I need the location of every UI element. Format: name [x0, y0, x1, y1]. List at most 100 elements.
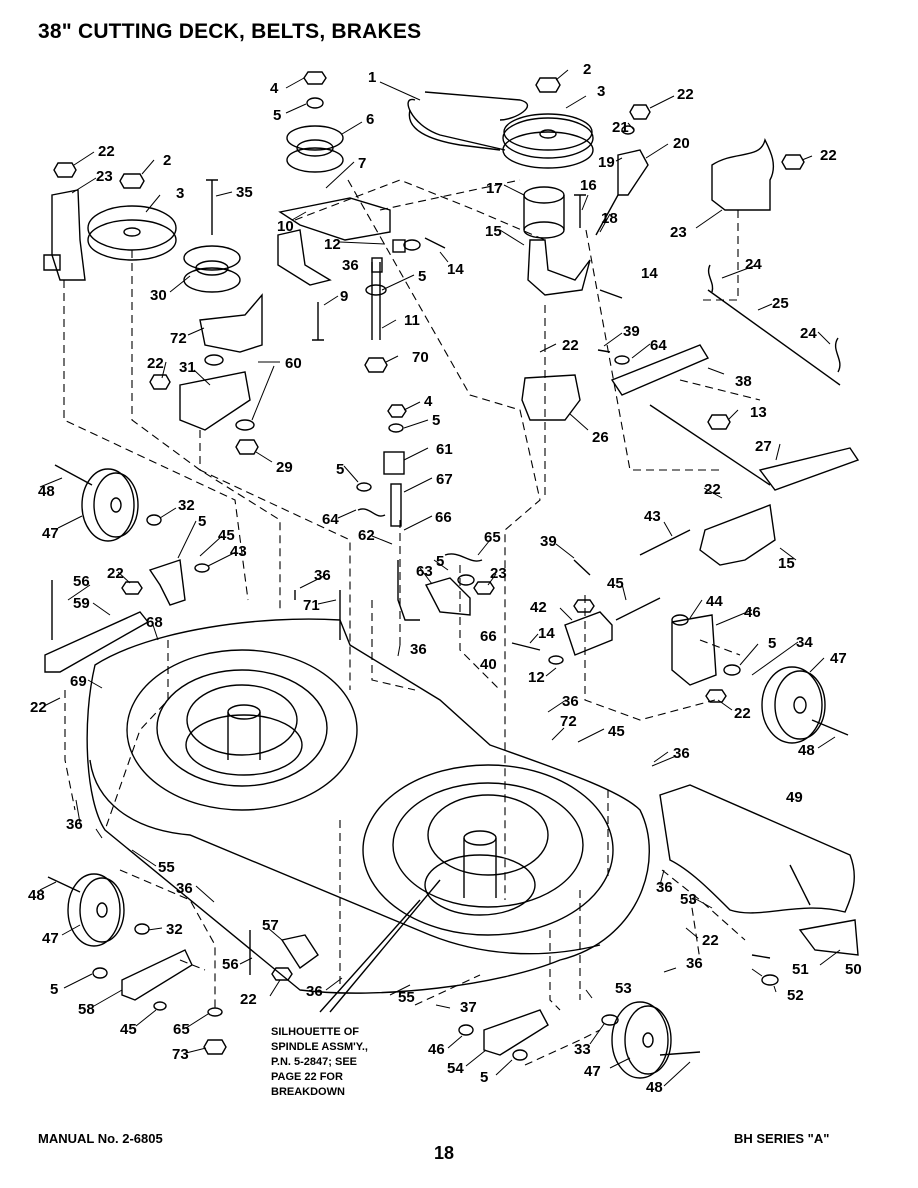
callout-label: 32: [166, 921, 183, 938]
idler-pulley: [286, 125, 344, 173]
callout-label: 65: [173, 1021, 190, 1038]
callout-label: 18: [601, 210, 618, 227]
callout-label: 46: [744, 604, 761, 621]
pulley-upper: [502, 113, 594, 169]
callout-label: 2: [163, 152, 171, 169]
callout-label: 16: [580, 177, 597, 194]
callout-label: 5: [768, 635, 776, 652]
callout-label: 13: [750, 404, 767, 421]
spindle-note: SILHOUETTE OF SPINDLE ASSM'Y., P.N. 5-28…: [271, 1025, 368, 1100]
callout-label: 1: [368, 69, 376, 86]
callout-label: 50: [845, 961, 862, 978]
brake-drum: [523, 186, 565, 239]
callout-label: 15: [485, 223, 502, 240]
callout-label: 57: [262, 917, 279, 934]
callout-label: 36: [66, 816, 83, 833]
callout-label: 53: [615, 980, 632, 997]
callout-label: 45: [607, 575, 624, 592]
callout-label: 24: [745, 256, 762, 273]
callout-label: 20: [673, 135, 690, 152]
page-number: 18: [434, 1143, 455, 1163]
callout-label: 12: [528, 669, 545, 686]
callout-label: 48: [28, 887, 45, 904]
callout-label: 48: [798, 742, 815, 759]
callout-label: 11: [404, 312, 420, 329]
callout-label: 36: [562, 693, 579, 710]
callout-label: 56: [222, 956, 239, 973]
callout-label: 69: [70, 673, 87, 690]
callout-label: 36: [673, 745, 690, 762]
cutting-deck: [86, 618, 650, 994]
callout-label: 17: [486, 180, 503, 197]
callout-label: 3: [597, 83, 605, 100]
callout-label: 5: [198, 513, 206, 530]
callout-label: 59: [73, 595, 90, 612]
callout-label: 45: [218, 527, 235, 544]
callout-label: 5: [480, 1069, 488, 1086]
callout-label: 26: [592, 429, 609, 446]
callout-label: 35: [236, 184, 253, 201]
manual-number: MANUAL No. 2-6805: [38, 1131, 163, 1146]
callout-label: 49: [786, 789, 803, 806]
callout-label: 39: [623, 323, 640, 340]
callout-label: 58: [78, 1001, 95, 1018]
note-line: PAGE 22 FOR: [271, 1071, 343, 1083]
callout-label: 45: [608, 723, 625, 740]
callout-label: 10: [277, 218, 294, 235]
callout-label: 30: [150, 287, 167, 304]
page-title: 38" CUTTING DECK, BELTS, BRAKES: [38, 20, 422, 43]
callout-label: 5: [336, 461, 344, 478]
callout-label: 45: [120, 1021, 137, 1038]
discharge-chute: [659, 784, 859, 956]
callout-label: 71: [303, 597, 320, 614]
callout-label: 34: [796, 634, 813, 651]
idler-pulley-lower: [183, 245, 241, 293]
drive-belt: [407, 91, 528, 151]
callout-label: 53: [680, 891, 697, 908]
callout-label: 6: [366, 111, 374, 128]
callout-label: 40: [480, 656, 497, 673]
callout-label: 37: [460, 999, 477, 1016]
callout-label: 2: [583, 61, 591, 78]
note-line: SPINDLE ASSM'Y.,: [271, 1041, 368, 1053]
gauge-wheel: [761, 666, 849, 744]
callout-label: 66: [435, 509, 452, 526]
callout-label: 56: [73, 573, 90, 590]
callout-label: 63: [416, 563, 433, 580]
callout-label: 62: [358, 527, 375, 544]
callout-label: 5: [273, 107, 281, 124]
callout-label: 33: [574, 1041, 591, 1058]
callout-label: 24: [800, 325, 817, 342]
callout-label: 21: [612, 119, 629, 136]
callout-label: 51: [792, 961, 809, 978]
callout-label: 65: [484, 529, 501, 546]
callout-label: 47: [830, 650, 847, 667]
callout-label: 52: [787, 987, 804, 1004]
note-line: P.N. 5-2847; SEE: [271, 1056, 358, 1068]
callout-label: 43: [644, 508, 661, 525]
callout-label: 44: [706, 593, 723, 610]
callout-label: 23: [490, 565, 507, 582]
callout-label: 36: [686, 955, 703, 972]
gauge-wheel: [54, 464, 139, 542]
callout-label: 54: [447, 1060, 464, 1077]
callout-label: 19: [598, 154, 615, 171]
callout-label: 36: [342, 257, 359, 274]
callout-label: 4: [424, 393, 433, 410]
callout-label: 22: [820, 147, 837, 164]
callout-label: 15: [778, 555, 795, 572]
callout-label: 23: [96, 168, 113, 185]
callout-label: 25: [772, 295, 789, 312]
callout-label: 22: [702, 932, 719, 949]
callout-label: 3: [176, 185, 184, 202]
callout-label: 55: [398, 989, 415, 1006]
callout-label: 22: [147, 355, 164, 372]
callout-label: 12: [324, 236, 341, 253]
callout-label: 38: [735, 373, 752, 390]
series-label: BH SERIES "A": [734, 1131, 830, 1146]
callout-label: 61: [436, 441, 453, 458]
spindle-right: [424, 830, 536, 916]
callout-label: 22: [240, 991, 257, 1008]
callout-label: 14: [641, 265, 658, 282]
callout-label: 47: [584, 1063, 601, 1080]
